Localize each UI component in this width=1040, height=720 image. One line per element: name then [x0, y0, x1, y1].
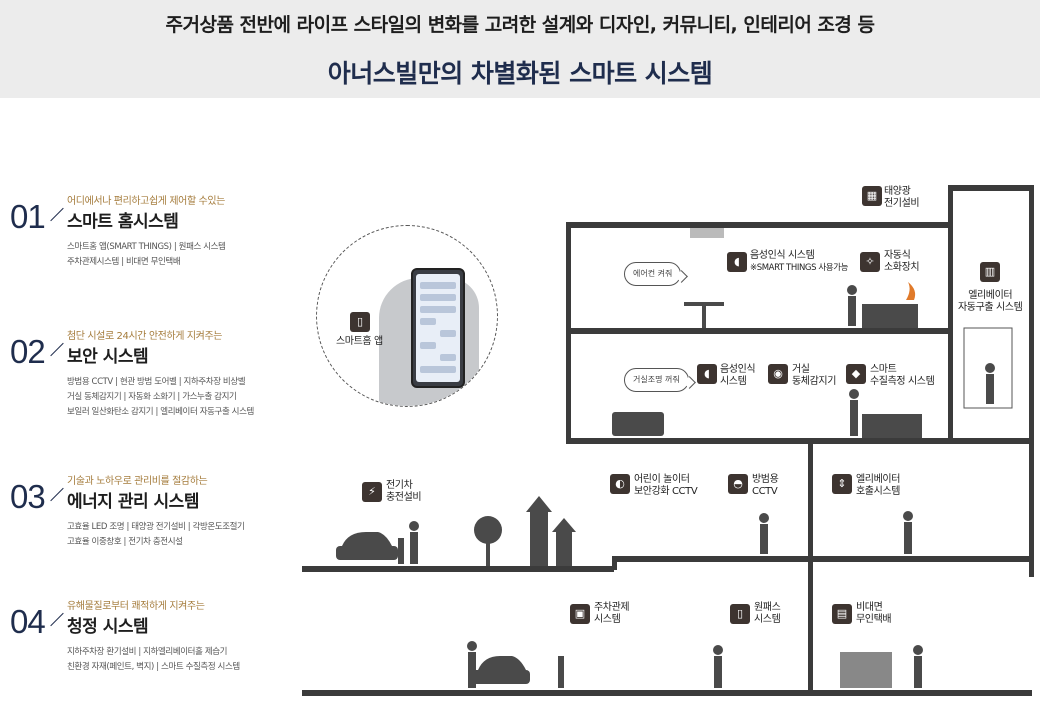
ev-charger-icon: ⚡: [362, 482, 382, 502]
smartphone-illustration: [411, 268, 465, 388]
dome-camera-icon: ◓: [728, 474, 748, 494]
feature-tagline: 유해물질로부터 쾌적하게 지켜주는: [67, 601, 205, 612]
header-title: 아너스빌만의 차별화된 스마트 시스템: [327, 59, 713, 88]
feature-tagline: 어디에서나 편리하고쉽게 제어할 수있는: [67, 196, 225, 207]
cctv-icon: ◐: [610, 474, 630, 494]
feature-title: 청정 시스템: [67, 617, 149, 637]
speech-bubble-aircon: 에어컨 켜줘: [624, 262, 682, 286]
phone-icon: ▯: [350, 312, 370, 332]
onepass-icon: ▯: [730, 604, 750, 624]
elevator-call-icon: ⇕: [832, 474, 852, 494]
feature-title: 스마트 홈시스템: [67, 212, 179, 232]
header-banner: 주거상품 전반에 라이프 스타일의 변화를 고려한 설계와 디자인, 커뮤니티,…: [0, 0, 1040, 98]
header-subtitle: 주거상품 전반에 라이프 스타일의 변화를 고려한 설계와 디자인, 커뮤니티,…: [165, 14, 875, 36]
feature-number: 04: [10, 603, 46, 640]
parking-icon: ▣: [570, 604, 590, 624]
water-drop-icon: ◆: [846, 364, 866, 384]
voice-recognition-icon: ◖: [697, 364, 717, 384]
smart-home-app-illustration: [316, 225, 498, 407]
label-voice-1: 음성인식 시스템※SMART THINGS 사용가능: [750, 250, 849, 273]
feature-tagline: 첨단 시설로 24시간 안전하게 지켜주는: [67, 331, 223, 342]
extinguisher-icon: ✧: [860, 252, 880, 272]
smart-home-app-label: 스마트홈 앱: [336, 336, 383, 347]
parcel-box-icon: ▤: [832, 604, 852, 624]
feature-title: 보안 시스템: [67, 347, 149, 367]
feature-number: 03: [10, 478, 46, 515]
feature-tagline: 기술과 노하우로 관리비를 절감하는: [67, 476, 208, 487]
speech-bubble-living: 거실조명 꺼줘: [624, 368, 689, 392]
solar-panel-icon: ▦: [862, 186, 882, 206]
feature-number: 01: [10, 198, 46, 235]
motion-sensor-icon: ◉: [768, 364, 788, 384]
feature-number: 02: [10, 333, 46, 370]
voice-recognition-icon: ◖: [727, 252, 747, 272]
feature-title: 에너지 관리 시스템: [67, 492, 199, 512]
elevator-icon: ▥: [980, 262, 1000, 282]
